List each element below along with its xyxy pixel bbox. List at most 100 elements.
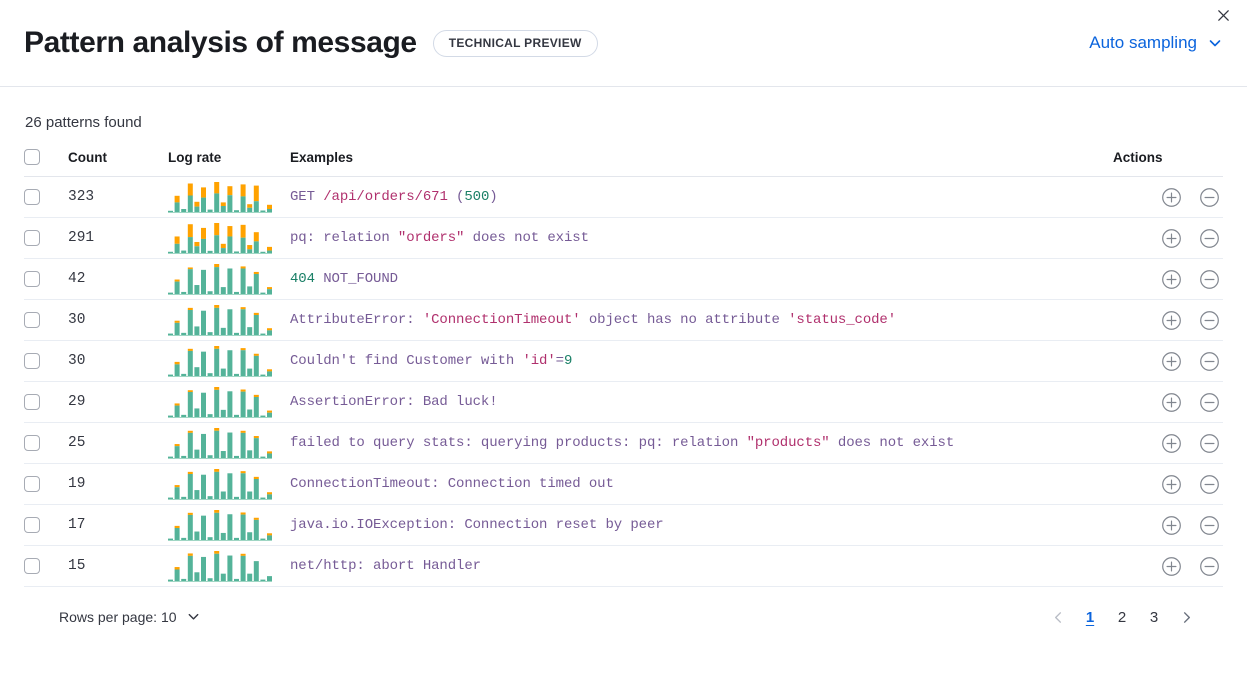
minus-in-circle-icon[interactable] — [1195, 183, 1223, 211]
pagination-prev-button[interactable] — [1045, 603, 1071, 631]
plus-in-circle-icon[interactable] — [1157, 265, 1185, 293]
row-actions-cell — [1113, 463, 1223, 505]
row-log-rate-sparkline — [168, 340, 290, 382]
example-token: "products" — [746, 435, 830, 451]
row-example: java.io.IOException: Connection reset by… — [290, 504, 1113, 546]
plus-in-circle-icon[interactable] — [1157, 552, 1185, 580]
example-token: object has no attribute — [580, 312, 789, 328]
pagination-page-3[interactable]: 3 — [1149, 608, 1159, 626]
rows-per-page-label: Rows per page: 10 — [59, 609, 177, 625]
row-log-rate-sparkline — [168, 504, 290, 546]
row-actions-cell — [1113, 381, 1223, 423]
row-actions-cell — [1113, 340, 1223, 382]
row-select-checkbox[interactable] — [24, 517, 40, 533]
table-header: Count Log rate Examples Actions — [24, 149, 1223, 177]
row-select-checkbox[interactable] — [24, 230, 40, 246]
table-row: 17 java.io.IOException: Connection reset … — [24, 504, 1223, 546]
auto-sampling-label: Auto sampling — [1089, 33, 1197, 52]
example-token: 'id' — [522, 353, 556, 369]
row-log-rate-sparkline — [168, 381, 290, 423]
example-token: AttributeError: — [290, 312, 423, 328]
row-log-rate-sparkline — [168, 463, 290, 505]
plus-in-circle-icon[interactable] — [1157, 224, 1185, 252]
row-select-cell — [24, 340, 68, 382]
minus-in-circle-icon[interactable] — [1195, 265, 1223, 293]
select-all-header — [24, 149, 68, 177]
plus-in-circle-icon[interactable] — [1157, 388, 1185, 416]
example-token: does not exist — [829, 435, 955, 451]
example-token: AssertionError: Bad luck! — [290, 394, 498, 410]
row-count: 17 — [68, 504, 168, 546]
column-header-log-rate[interactable]: Log rate — [168, 149, 290, 177]
row-select-cell — [24, 463, 68, 505]
column-header-examples[interactable]: Examples — [290, 149, 1113, 177]
row-example: AssertionError: Bad luck! — [290, 381, 1113, 423]
technical-preview-badge: TECHNICAL PREVIEW — [432, 29, 598, 57]
close-button[interactable] — [1211, 3, 1235, 27]
example-token: java.io.IOException: Connection reset by… — [290, 517, 664, 533]
plus-in-circle-icon[interactable] — [1157, 511, 1185, 539]
minus-in-circle-icon[interactable] — [1195, 224, 1223, 252]
page-title: Pattern analysis of message — [24, 26, 417, 59]
auto-sampling-dropdown[interactable]: Auto sampling — [1089, 33, 1223, 53]
row-log-rate-sparkline — [168, 545, 290, 587]
minus-in-circle-icon[interactable] — [1195, 429, 1223, 457]
example-token: = — [555, 353, 564, 369]
row-select-checkbox[interactable] — [24, 189, 40, 205]
row-actions-cell — [1113, 545, 1223, 587]
plus-in-circle-icon[interactable] — [1157, 306, 1185, 334]
dialog-body: 26 patterns found Count Log rate Example… — [0, 87, 1247, 631]
example-token: Couldn't find Customer with — [290, 353, 523, 369]
chevron-down-icon — [1207, 35, 1223, 51]
example-token: 'ConnectionTimeout' — [422, 312, 581, 328]
row-log-rate-sparkline — [168, 258, 290, 300]
example-token: 9 — [563, 353, 573, 369]
minus-in-circle-icon[interactable] — [1195, 347, 1223, 375]
patterns-found-count: 26 patterns found — [25, 114, 142, 131]
pagination: 1 2 3 — [1045, 603, 1199, 631]
row-select-checkbox[interactable] — [24, 558, 40, 574]
row-select-checkbox[interactable] — [24, 312, 40, 328]
row-example: ConnectionTimeout: Connection timed out — [290, 463, 1113, 505]
example-token: GET — [290, 189, 324, 205]
row-select-cell — [24, 422, 68, 464]
example-token: 'status_code' — [788, 312, 897, 328]
row-actions-cell — [1113, 217, 1223, 259]
row-select-checkbox[interactable] — [24, 271, 40, 287]
row-log-rate-sparkline — [168, 422, 290, 464]
row-actions-cell — [1113, 176, 1223, 218]
row-select-checkbox[interactable] — [24, 353, 40, 369]
minus-in-circle-icon[interactable] — [1195, 511, 1223, 539]
plus-in-circle-icon[interactable] — [1157, 183, 1185, 211]
row-select-cell — [24, 217, 68, 259]
select-all-checkbox[interactable] — [24, 149, 40, 165]
rows-per-page-selector[interactable]: Rows per page: 10 — [59, 609, 202, 625]
row-log-rate-sparkline — [168, 176, 290, 218]
row-select-checkbox[interactable] — [24, 476, 40, 492]
column-header-count[interactable]: Count — [68, 149, 168, 177]
minus-in-circle-icon[interactable] — [1195, 306, 1223, 334]
row-select-checkbox[interactable] — [24, 394, 40, 410]
minus-in-circle-icon[interactable] — [1195, 552, 1223, 580]
dialog-header: Pattern analysis of message TECHNICAL PR… — [0, 0, 1247, 87]
row-select-cell — [24, 258, 68, 300]
table-row: 30 Couldn't find Customer with 'id'=9 — [24, 340, 1223, 382]
row-count: 30 — [68, 340, 168, 382]
plus-in-circle-icon[interactable] — [1157, 429, 1185, 457]
pagination-page-2[interactable]: 2 — [1117, 608, 1127, 626]
minus-in-circle-icon[interactable] — [1195, 470, 1223, 498]
pagination-page-1[interactable]: 1 — [1085, 608, 1095, 626]
table-footer: Rows per page: 10 1 2 3 — [24, 587, 1223, 631]
row-select-checkbox[interactable] — [24, 435, 40, 451]
pagination-next-button[interactable] — [1173, 603, 1199, 631]
plus-in-circle-icon[interactable] — [1157, 470, 1185, 498]
row-select-cell — [24, 545, 68, 587]
minus-in-circle-icon[interactable] — [1195, 388, 1223, 416]
row-actions-cell — [1113, 504, 1223, 546]
plus-in-circle-icon[interactable] — [1157, 347, 1185, 375]
